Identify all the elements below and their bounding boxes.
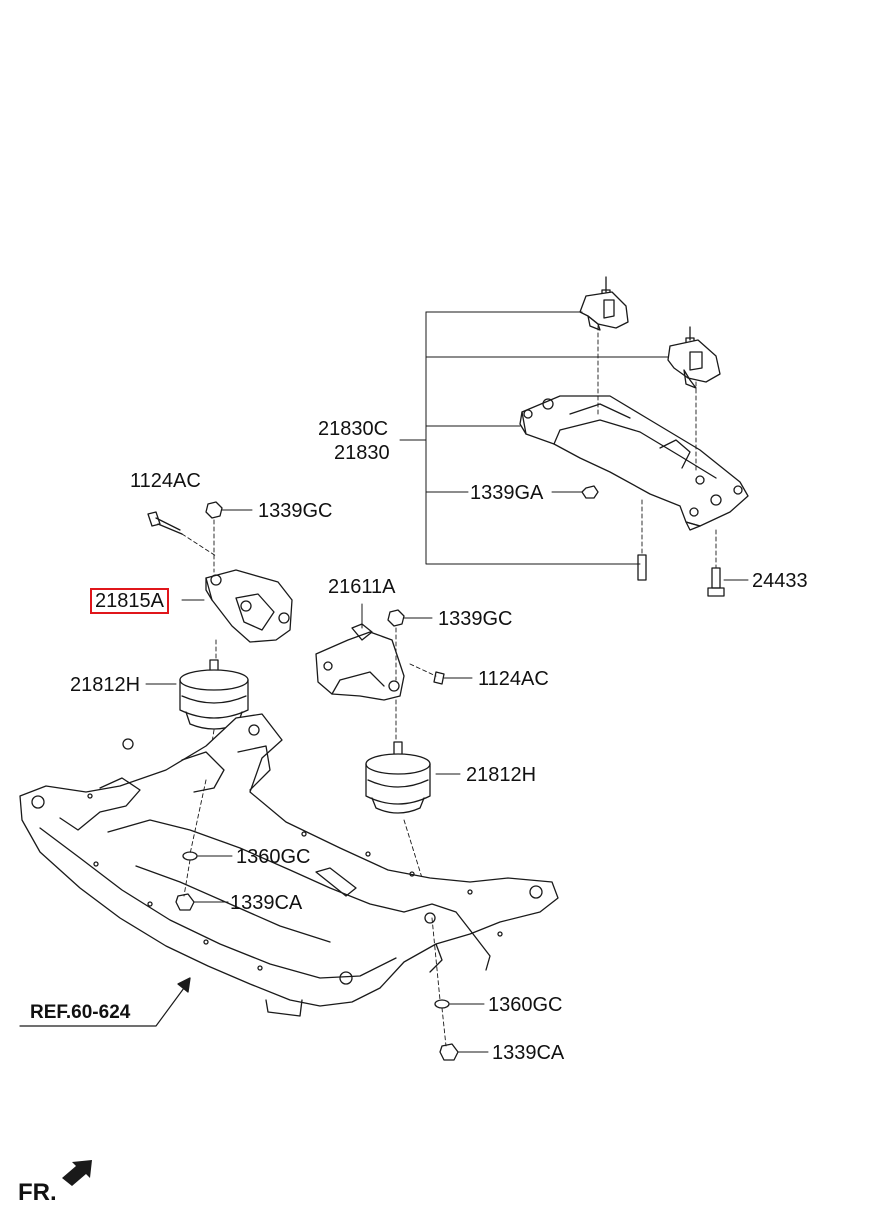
reference-label: REF.60-624	[30, 1002, 131, 1023]
part-label-21812H-right: 21812H	[466, 764, 537, 786]
nut-1339CA-left	[175, 893, 195, 911]
part-label-1124AC-mid: 1124AC	[478, 668, 549, 690]
transmission-mount-upper	[579, 276, 629, 331]
crossmember-leaders	[399, 311, 669, 565]
washer-1360GC-right	[434, 999, 450, 1009]
bolt-1124AC-top	[147, 511, 183, 535]
part-label-21812H-left: 21812H	[70, 674, 141, 696]
crossmember-21830	[519, 395, 749, 531]
part-label-1339GA: 1339GA	[470, 482, 544, 504]
part-label-1339CA-left: 1339CA	[230, 892, 303, 914]
front-direction-arrow	[62, 1160, 92, 1186]
part-label-1360GC-right: 1360GC	[488, 994, 563, 1016]
part-label-1360GC-left: 1360GC	[236, 846, 311, 868]
bolt-24433	[707, 567, 749, 597]
front-direction-label: FR.	[18, 1179, 57, 1206]
part-label-24433: 24433	[752, 570, 808, 592]
engine-mount-insulator-left	[145, 659, 249, 730]
part-label-21611A: 21611A	[328, 576, 396, 598]
part-label-21830: 21830	[334, 442, 390, 464]
ref-arrow	[19, 977, 191, 1027]
engine-mount-bracket-21815A	[205, 569, 293, 643]
part-label-21830C: 21830C	[318, 418, 389, 440]
engine-mount-bracket-21611A	[315, 623, 405, 701]
nut-1339CA-right	[439, 1043, 459, 1061]
part-label-1124AC-top: 1124AC	[130, 470, 201, 492]
front-subframe	[19, 713, 559, 1017]
part-label-21815A-highlighted[interactable]: 21815A	[90, 588, 169, 614]
part-label-1339GC-top: 1339GC	[258, 500, 333, 522]
part-label-1339GC-mid: 1339GC	[438, 608, 513, 630]
part-label-1339CA-right: 1339CA	[492, 1042, 565, 1064]
transmission-mount-lower	[667, 326, 721, 389]
engine-mount-insulator-right	[365, 741, 461, 814]
